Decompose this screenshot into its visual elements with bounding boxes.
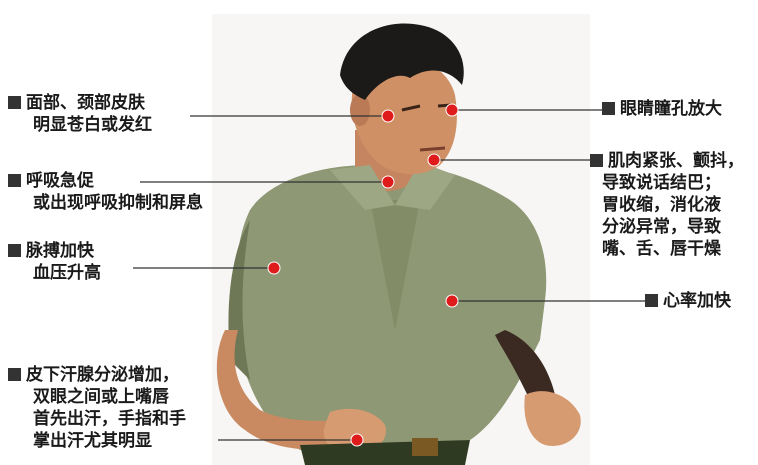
label-pupils: 眼睛瞳孔放大 xyxy=(602,98,722,120)
label-breathing: 呼吸急促 或出现呼吸抑制和屏息 xyxy=(8,170,203,214)
label-line: 首先出汗，手指和手 xyxy=(33,409,186,429)
square-bullet-icon xyxy=(8,174,21,187)
label-line: 皮下汗腺分泌增加， xyxy=(26,365,179,385)
marker-sweat xyxy=(350,433,364,447)
marker-heart xyxy=(445,294,459,308)
square-bullet-icon xyxy=(8,368,21,381)
label-line: 面部、颈部皮肤 xyxy=(26,93,145,113)
label-line: 眼睛瞳孔放大 xyxy=(620,99,722,119)
square-bullet-icon xyxy=(8,96,21,109)
marker-breath xyxy=(381,175,395,189)
marker-pupil xyxy=(445,103,459,117)
label-line: 血压升高 xyxy=(33,263,101,283)
label-sweat: 皮下汗腺分泌增加， 双眼之间或上嘴唇 首先出汗，手指和手 掌出汗尤其明显 xyxy=(8,364,186,452)
label-line: 胃收缩，消化液 xyxy=(602,195,721,215)
label-face-neck: 面部、颈部皮肤 明显苍白或发红 xyxy=(8,92,152,136)
label-line: 心率加快 xyxy=(663,291,731,311)
square-bullet-icon xyxy=(602,102,615,115)
label-line: 脉搏加快 xyxy=(26,241,94,261)
label-line: 双眼之间或上嘴唇 xyxy=(33,387,169,407)
label-line: 肌肉紧张、颤抖， xyxy=(608,151,744,171)
marker-pulse xyxy=(267,261,281,275)
label-line: 嘴、舌、唇干燥 xyxy=(602,239,721,259)
square-bullet-icon xyxy=(645,294,658,307)
marker-mouth xyxy=(427,153,441,167)
label-muscle: 肌肉紧张、颤抖， 导致说话结巴； 胃收缩，消化液 分泌异常，导致 嘴、舌、唇干燥 xyxy=(590,150,744,260)
marker-face xyxy=(381,109,395,123)
label-line: 明显苍白或发红 xyxy=(33,115,152,135)
label-line: 或出现呼吸抑制和屏息 xyxy=(33,193,203,213)
square-bullet-icon xyxy=(8,244,21,257)
label-line: 掌出汗尤其明显 xyxy=(33,431,152,451)
label-line: 导致说话结巴； xyxy=(602,173,721,193)
label-pulse: 脉搏加快 血压升高 xyxy=(8,240,101,284)
label-line: 呼吸急促 xyxy=(26,171,94,191)
label-line: 分泌异常，导致 xyxy=(602,217,721,237)
label-heart: 心率加快 xyxy=(645,290,731,312)
square-bullet-icon xyxy=(590,154,603,167)
